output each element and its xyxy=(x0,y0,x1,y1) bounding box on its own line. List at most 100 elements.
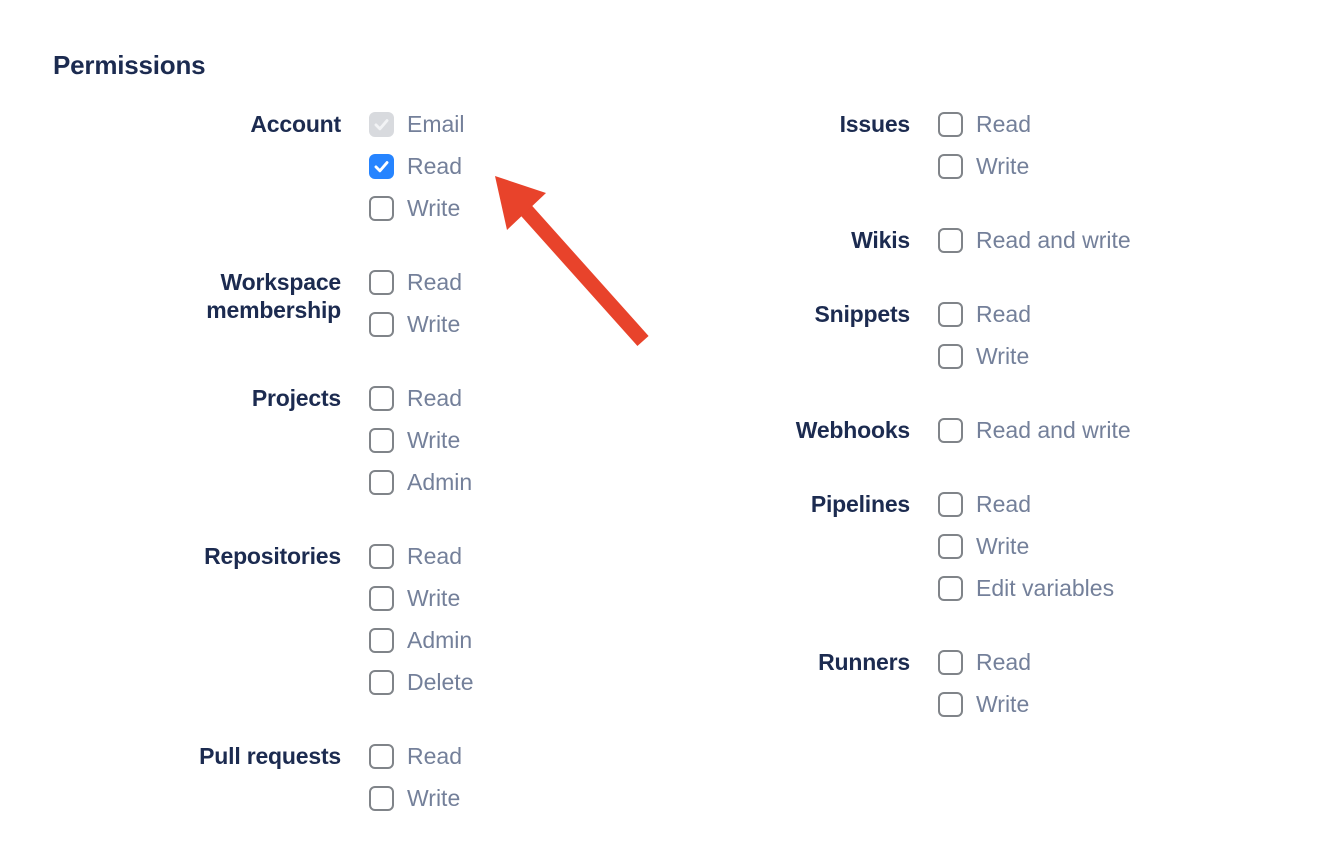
checkbox-pipelines-write[interactable] xyxy=(938,533,963,559)
option-label-admin: Admin xyxy=(407,627,473,653)
checkbox-pipelines-read[interactable] xyxy=(938,491,963,517)
option-label-read: Read xyxy=(976,649,1031,675)
option-snippets-write[interactable]: Write xyxy=(938,342,1031,370)
checkbox-runners-write[interactable] xyxy=(938,691,963,717)
option-label-edit-variables: Edit variables xyxy=(976,575,1115,601)
checkbox-runners-read[interactable] xyxy=(938,649,963,675)
permission-group-account: Account Email Read xyxy=(151,110,473,222)
option-label-write: Write xyxy=(407,195,461,221)
checkbox-workspace-write[interactable] xyxy=(369,311,394,337)
checkbox-repositories-write[interactable] xyxy=(369,585,394,611)
option-label-read-and-write: Read and write xyxy=(976,227,1131,253)
option-wikis-read-and-write[interactable]: Read and write xyxy=(938,226,1131,254)
permission-group-issues: Issues Read Write xyxy=(740,110,1131,180)
checkbox-wikis-read-and-write[interactable] xyxy=(938,227,963,253)
option-issues-write[interactable]: Write xyxy=(938,152,1031,180)
option-label-write: Write xyxy=(976,691,1030,717)
option-pipelines-read[interactable]: Read xyxy=(938,490,1114,518)
group-label-workspace-membership: Workspace membership xyxy=(206,269,341,323)
option-repositories-admin[interactable]: Admin xyxy=(369,626,473,654)
option-label-write: Write xyxy=(407,427,461,453)
group-label-snippets: Snippets xyxy=(814,301,910,327)
option-label-write: Write xyxy=(407,585,461,611)
option-snippets-read[interactable]: Read xyxy=(938,300,1031,328)
option-pull-requests-read[interactable]: Read xyxy=(369,742,462,770)
option-label-read: Read xyxy=(407,543,462,569)
group-label-pipelines: Pipelines xyxy=(810,491,910,517)
permission-group-pipelines: Pipelines Read Write xyxy=(740,490,1131,602)
checkbox-issues-read[interactable] xyxy=(938,111,963,137)
checkbox-pipelines-edit-variables[interactable] xyxy=(938,575,963,601)
checkbox-account-read[interactable] xyxy=(369,153,394,179)
option-projects-read[interactable]: Read xyxy=(369,384,472,412)
option-label-read: Read xyxy=(407,269,462,295)
checkbox-webhooks-read-and-write[interactable] xyxy=(938,417,963,443)
option-repositories-write[interactable]: Write xyxy=(369,584,473,612)
permission-group-pull-requests: Pull requests Read Write xyxy=(151,742,473,812)
checkbox-snippets-read[interactable] xyxy=(938,301,963,327)
checkbox-snippets-write[interactable] xyxy=(938,343,963,369)
checkbox-projects-admin[interactable] xyxy=(369,469,394,495)
permissions-column-right: Issues Read Write Wikis xyxy=(740,110,1131,764)
option-issues-read[interactable]: Read xyxy=(938,110,1031,138)
checkmark-icon xyxy=(374,160,389,172)
option-repositories-delete[interactable]: Delete xyxy=(369,668,473,696)
checkbox-repositories-delete[interactable] xyxy=(369,669,394,695)
group-label-runners: Runners xyxy=(818,649,910,675)
option-workspace-write[interactable]: Write xyxy=(369,310,462,338)
option-account-read[interactable]: Read xyxy=(369,152,465,180)
checkbox-repositories-read[interactable] xyxy=(369,543,394,569)
option-runners-write[interactable]: Write xyxy=(938,690,1031,718)
option-label-admin: Admin xyxy=(407,469,473,495)
option-label-read: Read xyxy=(976,301,1031,327)
permission-group-workspace-membership: Workspace membership Read Write xyxy=(151,268,473,338)
group-label-pull-requests: Pull requests xyxy=(199,743,341,769)
permission-group-repositories: Repositories Read Write xyxy=(151,542,473,696)
group-label-repositories: Repositories xyxy=(204,543,341,569)
option-label-read: Read xyxy=(407,153,462,179)
permission-group-webhooks: Webhooks Read and write xyxy=(740,416,1131,444)
checkbox-pull-requests-read[interactable] xyxy=(369,743,394,769)
option-projects-admin[interactable]: Admin xyxy=(369,468,472,496)
permission-group-snippets: Snippets Read Write xyxy=(740,300,1131,370)
option-account-email[interactable]: Email xyxy=(369,110,465,138)
group-label-account: Account xyxy=(250,111,341,137)
option-label-write: Write xyxy=(407,785,461,811)
option-pull-requests-write[interactable]: Write xyxy=(369,784,462,812)
option-label-write: Write xyxy=(976,343,1030,369)
option-label-read: Read xyxy=(407,743,462,769)
option-repositories-read[interactable]: Read xyxy=(369,542,473,570)
option-label-write: Write xyxy=(407,311,461,337)
option-label-write: Write xyxy=(976,533,1030,559)
checkmark-icon xyxy=(374,118,389,130)
option-label-read: Read xyxy=(976,491,1031,517)
checkbox-projects-read[interactable] xyxy=(369,385,394,411)
option-label-email: Email xyxy=(407,111,465,137)
checkbox-workspace-read[interactable] xyxy=(369,269,394,295)
option-label-read-and-write: Read and write xyxy=(976,417,1131,443)
checkbox-repositories-admin[interactable] xyxy=(369,627,394,653)
permission-group-projects: Projects Read Write xyxy=(151,384,473,496)
group-label-projects: Projects xyxy=(251,385,341,411)
option-pipelines-write[interactable]: Write xyxy=(938,532,1114,560)
permission-group-wikis: Wikis Read and write xyxy=(740,226,1131,254)
option-pipelines-edit-variables[interactable]: Edit variables xyxy=(938,574,1114,602)
option-label-write: Write xyxy=(976,153,1030,179)
checkbox-projects-write[interactable] xyxy=(369,427,394,453)
option-webhooks-read-and-write[interactable]: Read and write xyxy=(938,416,1131,444)
option-projects-write[interactable]: Write xyxy=(369,426,472,454)
checkbox-pull-requests-write[interactable] xyxy=(369,785,394,811)
option-account-write[interactable]: Write xyxy=(369,194,465,222)
option-label-read: Read xyxy=(407,385,462,411)
group-label-issues: Issues xyxy=(839,111,911,137)
option-runners-read[interactable]: Read xyxy=(938,648,1031,676)
option-label-delete: Delete xyxy=(407,669,474,695)
group-label-webhooks: Webhooks xyxy=(795,417,910,443)
checkbox-issues-write[interactable] xyxy=(938,153,963,179)
checkbox-account-write[interactable] xyxy=(369,195,394,221)
checkbox-account-email[interactable] xyxy=(369,111,394,137)
page-title: Permissions xyxy=(53,50,206,80)
permissions-column-left: Account Email Read xyxy=(151,110,473,858)
group-label-wikis: Wikis xyxy=(851,227,910,253)
option-workspace-read[interactable]: Read xyxy=(369,268,462,296)
